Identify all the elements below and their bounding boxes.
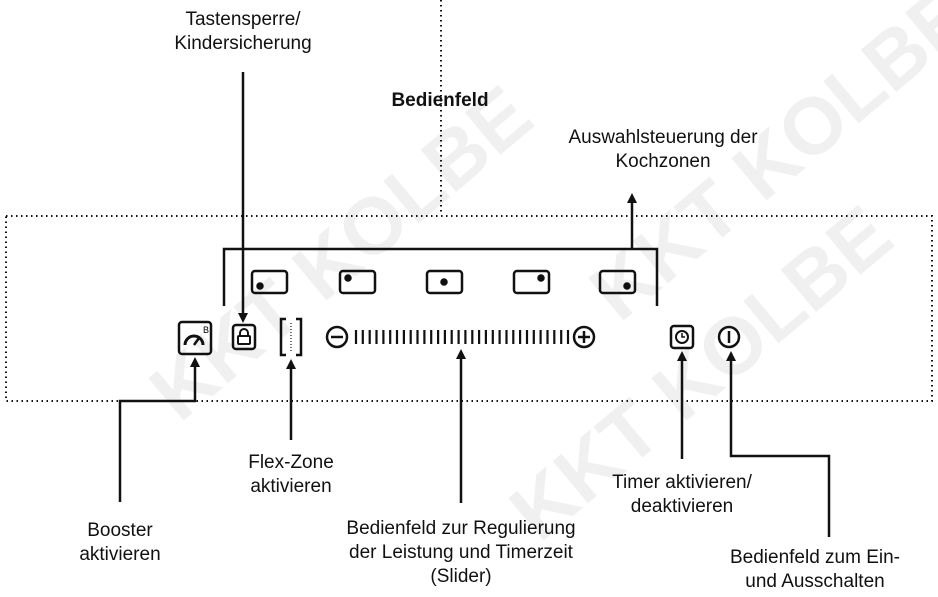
lock-icon	[239, 328, 249, 337]
booster-superscript: B	[203, 325, 209, 335]
label-flex-zone: Flex-Zone aktivieren	[248, 452, 334, 497]
minus-icon[interactable]	[325, 325, 349, 349]
timer-hands	[681, 333, 685, 338]
label-key-lock: Tastensperre/ Kindersicherung	[174, 9, 312, 54]
lock-button[interactable]	[231, 323, 257, 351]
timer-button[interactable]	[669, 324, 695, 350]
cooking-zone-buttons	[250, 269, 637, 295]
lock-icon-frame	[231, 323, 257, 351]
zone-button-center[interactable]	[425, 269, 464, 295]
plus-icon[interactable]	[572, 325, 596, 349]
zone-button-rear-right[interactable]	[512, 269, 551, 295]
label-zone-select: Auswahlsteuerung der Kochzonen	[568, 127, 758, 172]
zone-button-rear-left[interactable]	[338, 269, 377, 295]
flex-bracket-left-icon	[279, 317, 286, 357]
label-timer: Timer aktivieren/ deaktivieren	[612, 472, 752, 517]
slider-track[interactable]	[354, 330, 570, 344]
gauge-icon	[183, 334, 205, 346]
flex-bracket-right-icon	[296, 317, 303, 357]
zone-selection-bracket	[222, 247, 659, 306]
arrow-booster	[118, 357, 200, 502]
power-button[interactable]	[717, 325, 741, 349]
label-slider: Bedienfeld zur Regulierung der Leistung …	[346, 518, 576, 587]
power-slider[interactable]	[325, 325, 596, 349]
zone-button-front-left[interactable]	[250, 269, 289, 295]
label-power: Bedienfeld zum Ein- und Ausschalten	[729, 547, 901, 592]
label-booster: Booster aktivieren	[79, 520, 161, 565]
callout-arrows	[118, 72, 831, 537]
booster-button[interactable]: B	[177, 320, 213, 356]
panel-title: Bedienfeld	[391, 90, 489, 111]
flex-zone-button[interactable]	[279, 317, 303, 357]
booster-icon-frame	[177, 320, 213, 356]
zone-button-front-right[interactable]	[598, 269, 637, 295]
arrow-power	[726, 351, 831, 537]
timer-icon	[675, 330, 689, 344]
power-icon	[717, 325, 741, 349]
timer-icon-frame	[669, 324, 695, 350]
gauge-needle	[192, 337, 201, 346]
lock-body	[237, 335, 251, 345]
control-panel-outline	[5, 215, 933, 402]
